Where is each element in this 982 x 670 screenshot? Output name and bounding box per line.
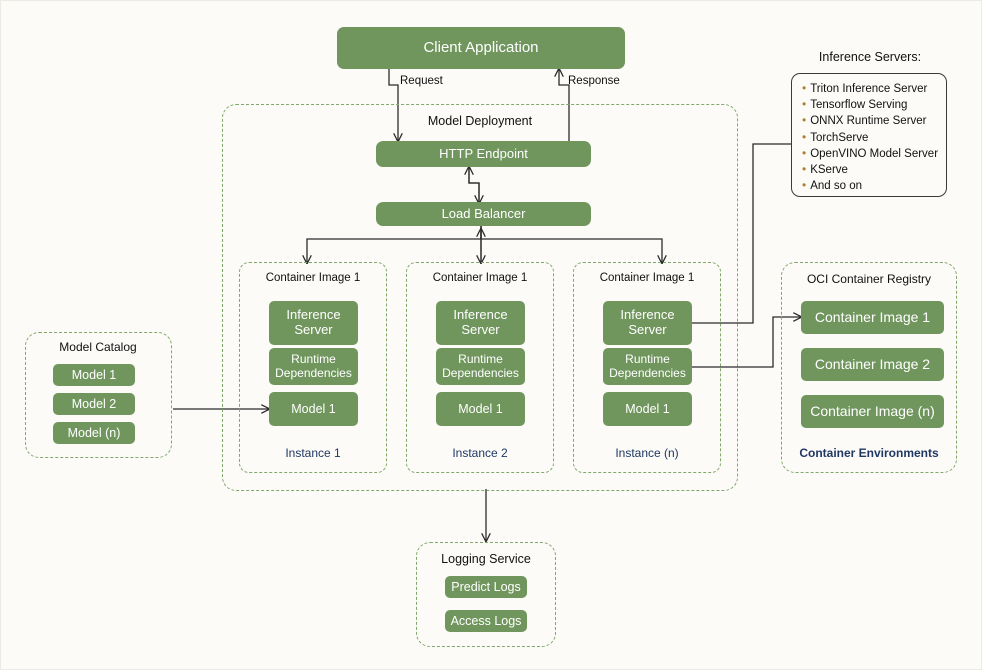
instance-2-inference-server-label: Inference Server: [453, 307, 508, 337]
access-logs-box[interactable]: Access Logs: [445, 610, 527, 632]
logging-service-group: [416, 542, 556, 647]
http-endpoint-label: HTTP Endpoint: [439, 145, 528, 161]
instance-1-runtime-dependencies[interactable]: Runtime Dependencies: [269, 348, 358, 385]
instance-1-inference-server[interactable]: Inference Server: [269, 301, 358, 345]
oci-registry-title: OCI Container Registry: [806, 272, 932, 286]
instance-n-footer: Instance (n): [615, 446, 679, 460]
model-catalog-model-n[interactable]: Model (n): [53, 422, 135, 444]
instance-n-model-label: Model 1: [625, 401, 670, 416]
inference-servers-title: Inference Servers:: [818, 50, 922, 64]
registry-container-image-n[interactable]: Container Image (n): [801, 395, 944, 428]
instance-1-model[interactable]: Model 1: [269, 392, 358, 426]
load-balancer-box[interactable]: Load Balancer: [376, 202, 591, 226]
instance-2-runtime-dependencies[interactable]: Runtime Dependencies: [436, 348, 525, 385]
instance-n-inference-server[interactable]: Inference Server: [603, 301, 692, 345]
model-catalog-model-n-label: Model (n): [67, 425, 121, 440]
instance-n-inference-server-label: Inference Server: [620, 307, 675, 337]
instance-1-model-label: Model 1: [291, 401, 336, 416]
list-item: TorchServe: [802, 130, 936, 146]
list-item: And so on: [802, 178, 936, 194]
instance-1-runtime-dependencies-label: Runtime Dependencies: [275, 351, 352, 380]
list-item: OpenVINO Model Server: [802, 146, 938, 162]
instance-1-header: Container Image 1: [265, 272, 361, 284]
list-item: Tensorflow Serving: [802, 97, 936, 113]
instance-1-footer: Instance 1: [285, 446, 341, 460]
instance-n-runtime-dependencies-label: Runtime Dependencies: [609, 351, 686, 380]
instance-2-footer: Instance 2: [452, 446, 508, 460]
registry-container-image-2[interactable]: Container Image 2: [801, 348, 944, 381]
registry-container-image-1[interactable]: Container Image 1: [801, 301, 944, 334]
model-catalog-model-1-label: Model 1: [71, 367, 117, 382]
instance-n-model[interactable]: Model 1: [603, 392, 692, 426]
list-item: KServe: [802, 162, 936, 178]
client-application-box[interactable]: Client Application: [337, 27, 625, 69]
list-item: Triton Inference Server: [802, 81, 936, 97]
model-catalog-title: Model Catalog: [59, 340, 137, 354]
request-label: Request: [400, 75, 443, 87]
model-catalog-model-1[interactable]: Model 1: [53, 364, 135, 386]
instance-n-header: Container Image 1: [599, 272, 695, 284]
instance-2-inference-server[interactable]: Inference Server: [436, 301, 525, 345]
logging-service-title: Logging Service: [441, 552, 531, 566]
response-label: Response: [568, 75, 620, 87]
http-endpoint-box[interactable]: HTTP Endpoint: [376, 141, 591, 167]
list-item: ONNX Runtime Server: [802, 113, 936, 129]
registry-container-image-1-label: Container Image 1: [814, 309, 931, 326]
registry-container-image-2-label: Container Image 2: [814, 356, 931, 373]
load-balancer-label: Load Balancer: [441, 205, 526, 221]
predict-logs-label: Predict Logs: [451, 579, 521, 594]
model-catalog-model-2[interactable]: Model 2: [53, 393, 135, 415]
instance-2-runtime-dependencies-label: Runtime Dependencies: [442, 351, 519, 380]
inference-servers-list: Triton Inference Server Tensorflow Servi…: [802, 81, 938, 194]
model-catalog-model-2-label: Model 2: [71, 396, 117, 411]
model-catalog-group: [25, 332, 172, 458]
instance-1-inference-server-label: Inference Server: [286, 307, 341, 337]
registry-container-image-n-label: Container Image (n): [810, 403, 935, 420]
client-application-label: Client Application: [423, 39, 539, 57]
inference-servers-callout: Triton Inference Server Tensorflow Servi…: [791, 73, 947, 197]
instance-2-model[interactable]: Model 1: [436, 392, 525, 426]
predict-logs-box[interactable]: Predict Logs: [445, 576, 527, 598]
instance-2-model-label: Model 1: [458, 401, 503, 416]
registry-footer: Container Environments: [799, 446, 939, 460]
instance-2-header: Container Image 1: [432, 272, 528, 284]
model-deployment-title: Model Deployment: [427, 114, 533, 128]
instance-n-runtime-dependencies[interactable]: Runtime Dependencies: [603, 348, 692, 385]
access-logs-label: Access Logs: [450, 613, 522, 628]
